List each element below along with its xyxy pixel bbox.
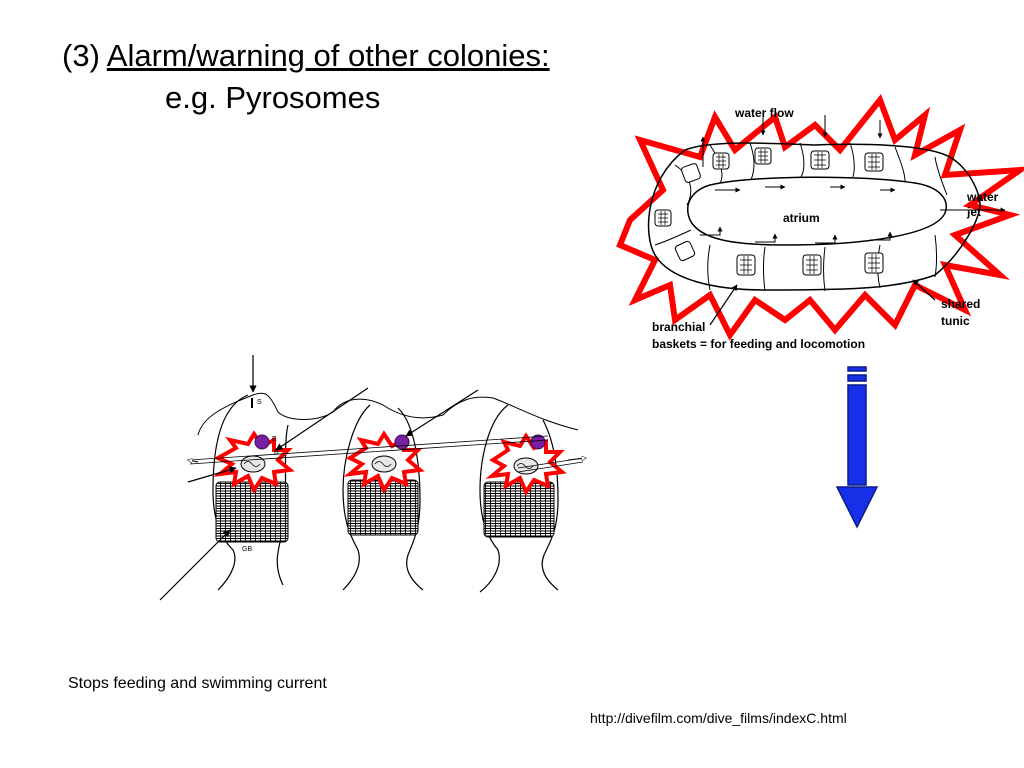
source-url: http://divefilm.com/dive_films/indexC.ht… [590, 710, 847, 726]
label-e: E [272, 436, 277, 443]
colony-alarm-burst [616, 94, 1024, 341]
slide-subtitle: e.g. Pyrosomes [165, 80, 381, 115]
label-shared-tunic-line2: tunic [941, 314, 970, 328]
label-water-flow: water flow [734, 106, 794, 120]
zooid-tunic-outline [197, 392, 579, 436]
title-prefix: (3) [62, 38, 107, 73]
label-water-jet-line1: water [966, 190, 999, 204]
colony-atrium-wall [687, 176, 947, 246]
label-atrium: atrium [783, 211, 820, 225]
colony-outer-tunic [647, 142, 981, 291]
label-shared-tunic-line1: shared [941, 297, 980, 311]
label-b: B [274, 449, 279, 456]
label-water-jet-line2: jet [966, 205, 981, 219]
slide-title: (3) Alarm/warning of other colonies: [62, 38, 550, 74]
label-branchial-line1: branchial [652, 320, 705, 334]
label-branchial-line2: baskets = for feeding and locomotion [652, 337, 865, 351]
gill-basket-3 [483, 481, 555, 538]
label-gb: GB [242, 546, 252, 553]
down-arrow-icon [835, 366, 879, 529]
label-s: S [257, 399, 262, 406]
colony-diagram: water flow water jet atrium shared tunic… [616, 94, 1024, 351]
zooid-diagram: S E B GB [159, 355, 598, 601]
title-underlined: Alarm/warning of other colonies: [106, 38, 550, 73]
caption: Stops feeding and swimming current [68, 675, 327, 692]
